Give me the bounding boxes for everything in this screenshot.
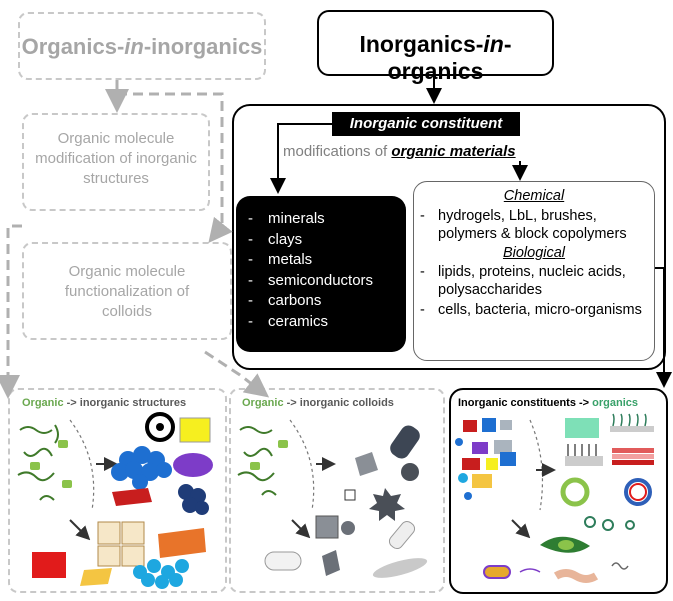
- vesicle-icon: [560, 477, 590, 507]
- arrow-to-functionalization: [117, 92, 233, 244]
- organic-materials-box: Chemical - hydrogels, LbL, brushes, poly…: [413, 181, 655, 361]
- list-item: -metals: [248, 251, 313, 268]
- bacterium-icon: [483, 565, 511, 579]
- fiber-icon: [553, 569, 599, 583]
- cylinder-icon: [264, 551, 302, 571]
- arrow-to-organics-panel: [655, 267, 672, 388]
- inorganic-shapes-icon: [455, 418, 516, 500]
- list-item: -carbons: [248, 292, 322, 309]
- list-item: -semiconductors: [248, 271, 374, 289]
- sphere-icon: [401, 463, 419, 481]
- inorganic-constituent-label: Inorganic constituent: [332, 112, 520, 136]
- organics-in-inorganics-title: Organics-in-inorganics: [21, 34, 263, 59]
- panel-title-inorganic-organics: Inorganic constituents -> organics: [458, 397, 639, 409]
- prism-icon: [355, 452, 378, 476]
- list-item: -ceramics: [248, 312, 329, 330]
- inorganics-in-organics-title: Inorganics-in-organics: [359, 31, 512, 84]
- layered-film-icon: [612, 448, 654, 465]
- orange-slab-icon: [158, 528, 206, 558]
- organic-modification-text: Organic molecule modification of inorgan…: [35, 130, 197, 187]
- ligand-blobs-icon: [30, 440, 72, 488]
- colloids-illustration: [237, 419, 428, 578]
- inorganic-materials-list-box: -minerals -clays -metals -semiconductors…: [236, 196, 406, 352]
- panel-title-structures: Organic -> inorganic structures: [22, 397, 187, 409]
- panel-title-colloids: Organic -> inorganic colloids: [242, 397, 394, 409]
- chemical-heading: Chemical: [503, 188, 565, 204]
- black-connectors: [270, 76, 672, 388]
- biological-item: - cells, bacteria, micro-organisms: [420, 302, 642, 318]
- spiky-particle-icon: [341, 521, 355, 535]
- plate-icon: [322, 550, 340, 576]
- organics-illustration: [455, 413, 654, 583]
- inorganic-materials-list: -minerals -clays -metals -semiconductors…: [236, 196, 406, 332]
- yellow-sheet-icon: [80, 568, 112, 586]
- arrow-to-inorganic-list: [270, 123, 332, 194]
- surface-brush-icon: [565, 444, 603, 466]
- micro-organism-icon: [584, 516, 635, 531]
- porous-cube-icon: [97, 521, 145, 567]
- biological-item: - lipids, proteins, nucleic acids, polys…: [420, 264, 626, 298]
- organic-inorganic-colloids-panel: [229, 388, 445, 593]
- dark-sphere-cluster-icon: [178, 484, 209, 515]
- blue-sphere-cluster-icon: [111, 446, 172, 490]
- organic-functionalization-box: Organic molecule functionalization of co…: [22, 242, 232, 340]
- purple-blob-icon: [173, 453, 213, 477]
- structures-illustration: [17, 412, 213, 589]
- organic-modification-box: Organic molecule modification of inorgan…: [22, 113, 210, 211]
- liposome-icon: [624, 478, 652, 506]
- arrow-to-colloids-panel: [204, 350, 270, 398]
- organics-in-inorganics-title-box: Organics-in-inorganics: [18, 12, 266, 80]
- brush-layer-icon: [610, 413, 654, 432]
- star-particle-icon: [369, 488, 405, 521]
- red-cube-icon: [32, 552, 66, 578]
- organic-molecules-icon: [17, 424, 59, 501]
- inorganics-in-organics-title-box: Inorganics-in-organics: [317, 10, 554, 84]
- red-slab-icon: [112, 488, 152, 506]
- list-item: -clays: [248, 230, 303, 248]
- tube-icon: [388, 520, 416, 550]
- biological-heading: Biological: [502, 245, 566, 261]
- rod-icon: [390, 425, 420, 459]
- small-cube-icon: [344, 489, 356, 501]
- cyan-sphere-cluster-icon: [133, 559, 189, 589]
- hydrogel-block-icon: [565, 418, 599, 438]
- organic-functionalization-text: Organic molecule functionalization of co…: [64, 263, 190, 320]
- organic-molecules-icon: [237, 426, 277, 496]
- grey-connectors: [0, 80, 270, 399]
- chemical-item: - hydrogels, LbL, brushes, polymers & bl…: [420, 208, 627, 242]
- yellow-block-icon: [179, 417, 211, 443]
- list-item: -minerals: [248, 210, 325, 227]
- modifications-label: modifications of organic materials: [283, 143, 516, 160]
- polymer-chain-icon: [611, 562, 629, 570]
- arrow-to-structures-panel: [0, 224, 22, 399]
- organic-inorganic-structures-panel: [8, 388, 227, 593]
- disc-icon: [372, 558, 428, 578]
- cube-icon: [315, 515, 339, 539]
